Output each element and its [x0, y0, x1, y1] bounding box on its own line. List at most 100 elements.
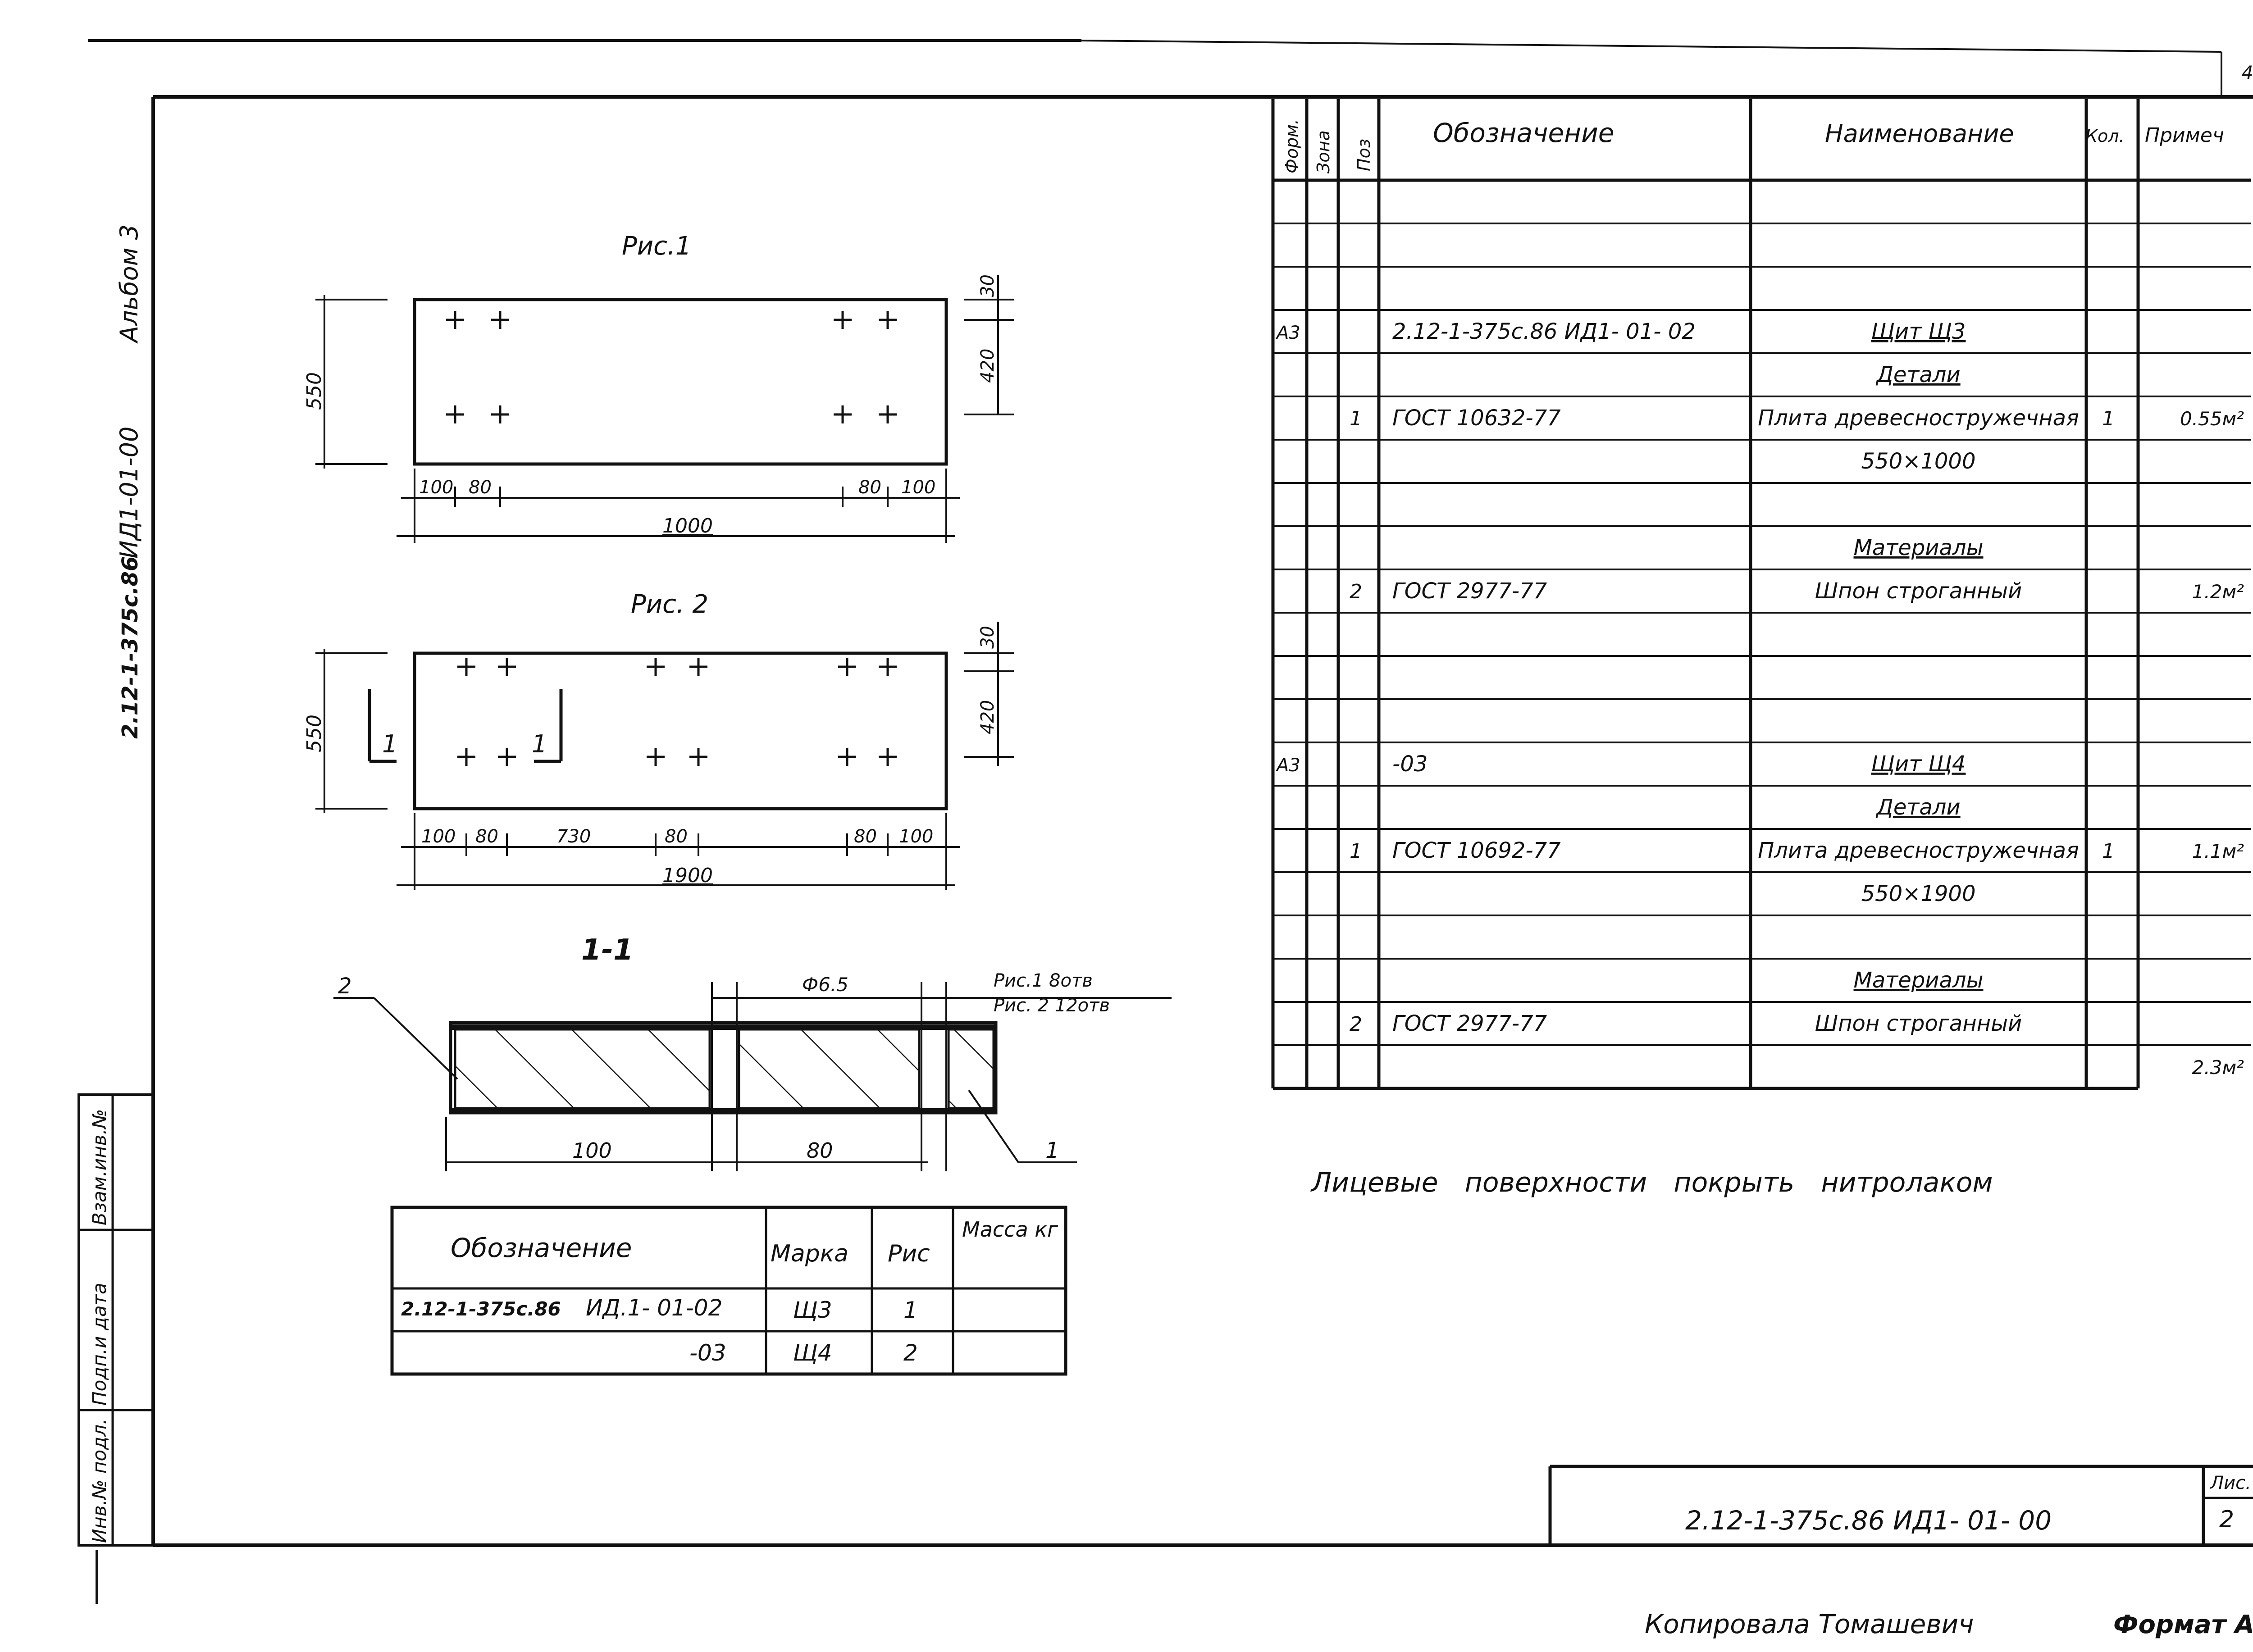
figure-2: Рис. 2 1 1	[303, 590, 1014, 890]
title-block-sheet-label: Лис.	[2209, 1473, 2251, 1493]
title-block-code: 2.12-1-375с.86 ИД1- 01- 00	[1685, 1505, 2052, 1536]
fig2-section-mark-2: 1	[532, 730, 547, 758]
title-block: 2.12-1-375с.86 ИД1- 01- 00 Лис. 2	[1548, 1465, 2253, 1545]
spec-cell-designation: ГОСТ 2977-77	[1392, 1011, 1547, 1036]
spec-header-note: Примеч	[2145, 124, 2224, 147]
spec-cell-designation: ГОСТ 2977-77	[1392, 578, 1547, 604]
spec-cell-pos: 1	[1350, 840, 1362, 863]
spec-cell-name: 550×1000	[1861, 449, 1976, 474]
spec-cell-name: 550×1900	[1861, 881, 1976, 906]
spec-header-pos: Поз	[1354, 139, 1374, 171]
fig2-dim-b2: 730	[556, 826, 591, 847]
fig1-dim-total: 1000	[662, 514, 713, 537]
spec-cell-note: 2.3м²	[2192, 1056, 2244, 1079]
spec-cell-name: Материалы	[1854, 535, 1984, 560]
spec-cell-designation: 2.12-1-375с.86 ИД1- 01- 02	[1392, 319, 1696, 344]
small-table-header-mass: Масса кг	[962, 1217, 1058, 1242]
spec-cell-pos: 2	[1350, 580, 1362, 603]
section-mark-right	[534, 689, 563, 763]
fig2-dim-b3: 80	[665, 826, 688, 847]
fig1-dim-mid: 420	[977, 349, 998, 383]
section-dim-a: 100	[572, 1138, 612, 1163]
spec-header-qty: Кол.	[2085, 126, 2125, 146]
sheet-number: 44	[2242, 63, 2253, 83]
spec-cell-name: Шпон строганный	[1815, 578, 2022, 604]
small-table-r1-designation: -03	[689, 1340, 726, 1366]
spec-cell-name: Щит Щ3	[1871, 319, 1966, 344]
spec-cell-qty: 1	[2102, 840, 2115, 863]
footer-format: Формат А	[2113, 1610, 2253, 1639]
left-box-sign-date: Подп.и дата	[88, 1283, 110, 1406]
spec-cell-note: 0.55м²	[2180, 408, 2244, 430]
fig1-dim-b2: 80	[858, 477, 881, 498]
fig2-dim-total: 1900	[662, 864, 713, 887]
small-table-r0-mark: Щ3	[793, 1297, 832, 1323]
spec-cell-name: Детали	[1875, 362, 1960, 387]
footer-copied: Копировала Томашевич	[1645, 1609, 1974, 1639]
spec-cell-name: Материалы	[1854, 968, 1984, 993]
figure-1: Рис.1 550 30 420 100	[303, 232, 1014, 543]
spec-cell-format: А3	[1275, 755, 1300, 776]
title-block-sheet-value: 2	[2219, 1506, 2234, 1533]
spec-cell-pos: 2	[1350, 1013, 1362, 1036]
section-mark-left	[368, 689, 397, 763]
spec-cell-name: Щит Щ4	[1871, 751, 1966, 777]
side-stamp-album: Альбом 3	[115, 224, 143, 344]
section-body-mid	[738, 1028, 921, 1110]
small-table-r0-designation: ИД.1- 01-02	[586, 1295, 722, 1321]
side-stamp-code: ИД1-01-00	[115, 427, 143, 559]
section-note-1: Рис.1 8отв	[994, 970, 1093, 991]
section-body-right	[947, 1028, 995, 1110]
small-table-header-designation: Обозначение	[451, 1233, 632, 1263]
fig1-title: Рис.1	[622, 232, 691, 261]
spec-header-zone: Зона	[1313, 130, 1333, 173]
spec-cell-designation: -03	[1392, 751, 1428, 777]
fig2-dim-top: 30	[977, 626, 998, 649]
small-table-header-fig: Рис	[888, 1240, 930, 1267]
fig2-dim-b5: 100	[899, 826, 933, 847]
spec-header-designation: Обозначение	[1433, 118, 1614, 148]
spec-cell-name: Плита древесностружечная	[1758, 838, 2079, 863]
spec-cell-note: 1.1м²	[2192, 840, 2244, 862]
section-body-left	[454, 1028, 711, 1110]
spec-table: Форм. Зона Поз Обозначение Наименование …	[1271, 99, 2251, 1090]
spec-header-format: Форм.	[1282, 119, 1302, 173]
fig2-dim-b1: 80	[475, 826, 498, 847]
small-table-header-mark: Марка	[771, 1240, 848, 1267]
side-stamp: 2.12-1-375с.86 ИД1-01-00 Альбом 3	[115, 224, 143, 739]
sheet-frame	[88, 39, 2253, 1604]
side-stamp-series: 2.12-1-375с.86	[118, 556, 143, 739]
spec-cell-name: Шпон строганный	[1815, 1011, 2022, 1036]
fig1-dim-b3: 100	[901, 477, 935, 498]
section-dim-b: 80	[807, 1138, 833, 1163]
section-title: 1-1	[581, 933, 634, 967]
fig2-holes	[457, 658, 897, 766]
left-box-replace: Взам.инв.№	[88, 1109, 110, 1225]
spec-table-grid	[1271, 99, 2251, 1090]
spec-header-name: Наименование	[1825, 119, 2014, 148]
spec-cell-name: Детали	[1875, 795, 1960, 820]
spec-cell-note: 1.2м²	[2192, 581, 2244, 603]
fig2-title: Рис. 2	[631, 590, 708, 619]
section-diameter: Ф6.5	[802, 974, 848, 996]
section-leader-right: 1	[1045, 1138, 1059, 1163]
small-table-r0-fig: 1	[903, 1297, 918, 1323]
spec-cell-designation: ГОСТ 10632-77	[1392, 405, 1561, 431]
spec-table-rows: А3 2.12-1-375с.86 ИД1- 01- 02 Щит Щ3 Детали…	[1275, 319, 2244, 1079]
spec-cell-qty: 1	[2102, 407, 2115, 430]
fig2-dim-height: 550	[303, 715, 326, 752]
fig2-dim-mid: 420	[977, 700, 998, 734]
fig1-dim-b1: 80	[469, 477, 492, 498]
left-box-inv: Инв.№ подл.	[88, 1419, 110, 1543]
spec-cell-pos: 1	[1350, 407, 1362, 430]
fig1-dim-height: 550	[303, 372, 326, 410]
section-note-2: Рис. 2 12отв	[994, 995, 1110, 1016]
small-table: Обозначение Марка Рис Масса кг 2.12-1-37…	[390, 1206, 1067, 1376]
small-table-r1-fig: 2	[903, 1340, 918, 1366]
fig1-holes	[446, 311, 897, 423]
surface-note: Лицевые поверхности покрыть нитролаком	[1310, 1167, 1993, 1198]
small-table-r1-mark: Щ4	[793, 1340, 832, 1366]
fig1-dim-b0: 100	[419, 477, 453, 498]
spec-cell-designation: ГОСТ 10692-77	[1392, 838, 1561, 863]
